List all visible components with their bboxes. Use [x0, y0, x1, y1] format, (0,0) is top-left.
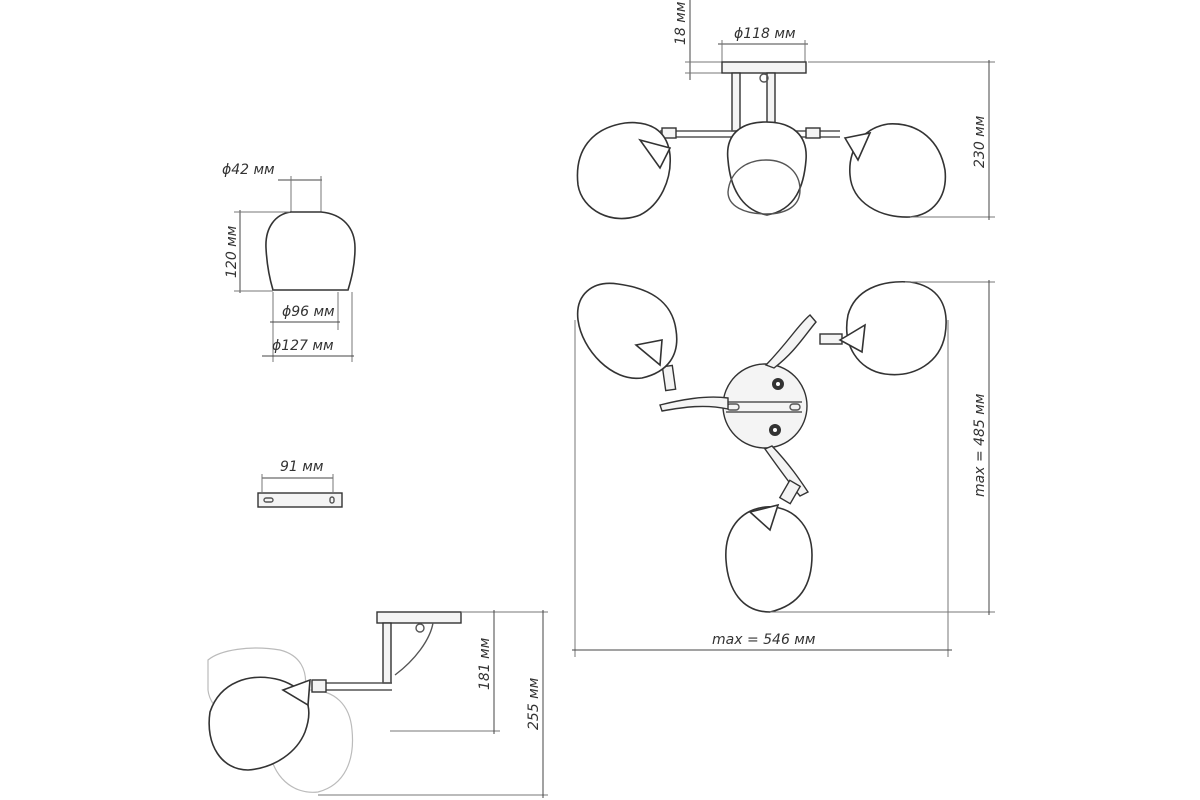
front-view: 18 мм ϕ118 мм 230 мм	[576, 0, 995, 220]
top-bottom-shade	[725, 506, 813, 613]
max-width-label: max = 546 мм	[712, 632, 816, 648]
central-canopy	[722, 363, 808, 449]
front-right-shade	[849, 123, 947, 218]
mounting-bracket-detail: 91 мм	[257, 459, 343, 508]
canopy-diameter-label: ϕ118 мм	[734, 26, 796, 42]
side-canopy	[376, 611, 462, 624]
front-left-shade	[576, 121, 671, 220]
front-center-shade	[726, 121, 807, 216]
top-view: max = 485 мм max = 546 мм	[572, 280, 995, 657]
top-right-shade	[846, 280, 947, 376]
side-arm-height-label: 181 мм	[477, 637, 493, 690]
side-shade	[208, 676, 310, 771]
max-depth-label: max = 485 мм	[972, 393, 988, 497]
mounting-bracket	[257, 492, 343, 508]
bracket-length-label: 91 мм	[280, 459, 324, 475]
side-total-height-label: 255 мм	[526, 677, 542, 730]
glass-shade	[265, 211, 356, 291]
shade-max-diameter-label: ϕ127 мм	[272, 338, 334, 354]
side-view: 181 мм 255 мм	[207, 610, 548, 798]
total-height-label: 230 мм	[972, 115, 988, 168]
top-left-shade	[576, 282, 678, 380]
canopy	[721, 61, 807, 74]
shade-top-diameter-label: ϕ42 мм	[222, 162, 275, 178]
shade-detail: ϕ42 мм 120 мм ϕ96 мм ϕ127 мм	[222, 162, 356, 362]
shade-height-label: 120 мм	[224, 225, 240, 278]
canopy-height-label: 18 мм	[673, 1, 689, 45]
shade-opening-diameter-label: ϕ96 мм	[282, 304, 335, 320]
